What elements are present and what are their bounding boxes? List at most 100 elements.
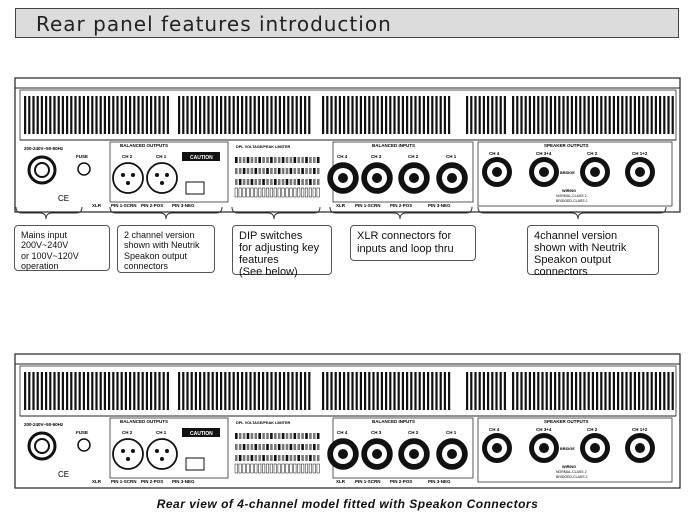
pin-label: PIN 1-SCRN (355, 479, 381, 484)
input-channel-label: CH 2 (408, 430, 419, 435)
vent-slot (410, 96, 413, 134)
terminal-block (293, 187, 297, 198)
dip-switch (309, 455, 312, 461)
xlr-pin (121, 449, 125, 453)
vent-slot (253, 372, 256, 410)
vent-slot (45, 96, 48, 134)
vent-slot (236, 96, 239, 134)
vent-slot (491, 96, 494, 134)
vent-slot (249, 96, 252, 134)
bridge-label: BRIDGE (560, 171, 575, 175)
vent-slot (99, 96, 102, 134)
dip-switch (289, 444, 293, 450)
dip-switch (238, 168, 242, 174)
dip-switch (297, 433, 300, 439)
vent-slot (45, 372, 48, 410)
pin-label: PIN 2-POS (390, 479, 412, 484)
pin-label: PIN 1-SCRN (355, 203, 381, 208)
vent-slot (478, 96, 481, 134)
wiring-bridged-label: BRIDGED-CLASS 2 (556, 199, 588, 203)
speaker-outputs-label: SPEAKER OUTPUTS (544, 419, 589, 424)
vent-slot (625, 372, 628, 410)
vent-slot (304, 372, 307, 410)
vent-slot (499, 96, 502, 134)
vent-slot (220, 96, 223, 134)
dip-switch (242, 179, 246, 185)
dip-switch (316, 444, 320, 450)
xlr-output-connector (112, 162, 144, 194)
speaker-channel-label: CH 4 (489, 427, 500, 432)
vent-slot (133, 372, 136, 410)
vent-slot (283, 96, 286, 134)
dip-switch (309, 179, 312, 185)
balanced-inputs-label: BALANCED INPUTS (372, 143, 415, 148)
dip-switch (258, 157, 261, 163)
vent-slot (541, 96, 544, 134)
terminal-block (254, 463, 258, 474)
vent-slot (207, 96, 210, 134)
dip-switch (270, 157, 273, 163)
vent-slot (533, 96, 536, 134)
vent-slot (385, 96, 388, 134)
vent-slot (78, 372, 81, 410)
speaker-channel-label: CH 2 (587, 151, 598, 156)
dip-switch (301, 179, 304, 185)
dip-switch (301, 455, 304, 461)
vent-slot (334, 96, 337, 134)
dip-switch (242, 168, 246, 174)
vent-slot (495, 372, 498, 410)
vent-slot (178, 96, 181, 134)
vent-slot (364, 372, 367, 410)
speakon-center (635, 167, 645, 177)
vent-slot (154, 372, 157, 410)
vent-slot (474, 372, 477, 410)
fuse-label: FUSE (76, 154, 88, 159)
dip-switch (254, 179, 258, 185)
vent-slot (82, 372, 85, 410)
vent-slot (520, 96, 523, 134)
dip-switch (297, 168, 300, 174)
terminal-block (258, 463, 262, 474)
vent-slot (575, 372, 578, 410)
vent-slot (295, 372, 298, 410)
dip-switch (266, 168, 269, 174)
dip-switch (266, 433, 269, 439)
vent-slot (36, 372, 39, 410)
dip-switch (293, 433, 297, 439)
vent-slot (638, 96, 641, 134)
dip-switch (246, 168, 250, 174)
speakon-center (492, 443, 502, 453)
vent-slot (625, 96, 628, 134)
callout-output-connectors: 2 channel version shown with Neutrik Spe… (117, 225, 215, 273)
dip-switch (254, 433, 258, 439)
dip-switch (270, 455, 273, 461)
callout-xlr-connectors: XLR connectors for inputs and loop thru (350, 225, 476, 261)
vent-slot (57, 96, 60, 134)
vent-slot (566, 372, 569, 410)
terminal-block (238, 463, 242, 474)
vent-slot (70, 372, 73, 410)
vent-slot (583, 372, 586, 410)
xlr-pin (165, 173, 169, 177)
vent-slot (108, 96, 111, 134)
output-channel-label: CH 2 (122, 154, 133, 159)
terminal-block (285, 463, 289, 474)
dip-switch (293, 179, 297, 185)
terminal-block (265, 187, 270, 198)
vent-slot (549, 372, 552, 410)
vent-slot (347, 96, 350, 134)
vent-slot (120, 96, 123, 134)
vent-slot (650, 372, 653, 410)
vent-slot (194, 372, 197, 410)
vent-slot (211, 96, 214, 134)
vent-slot (287, 96, 290, 134)
dip-switch (301, 433, 304, 439)
terminal-block (308, 463, 312, 474)
vent-slot (266, 96, 269, 134)
vent-slot (199, 372, 202, 410)
vent-slot (663, 96, 666, 134)
pin-label: XLR (336, 203, 346, 208)
vent-slot (372, 96, 375, 134)
vent-slot (291, 372, 294, 410)
terminal-block (285, 187, 289, 198)
